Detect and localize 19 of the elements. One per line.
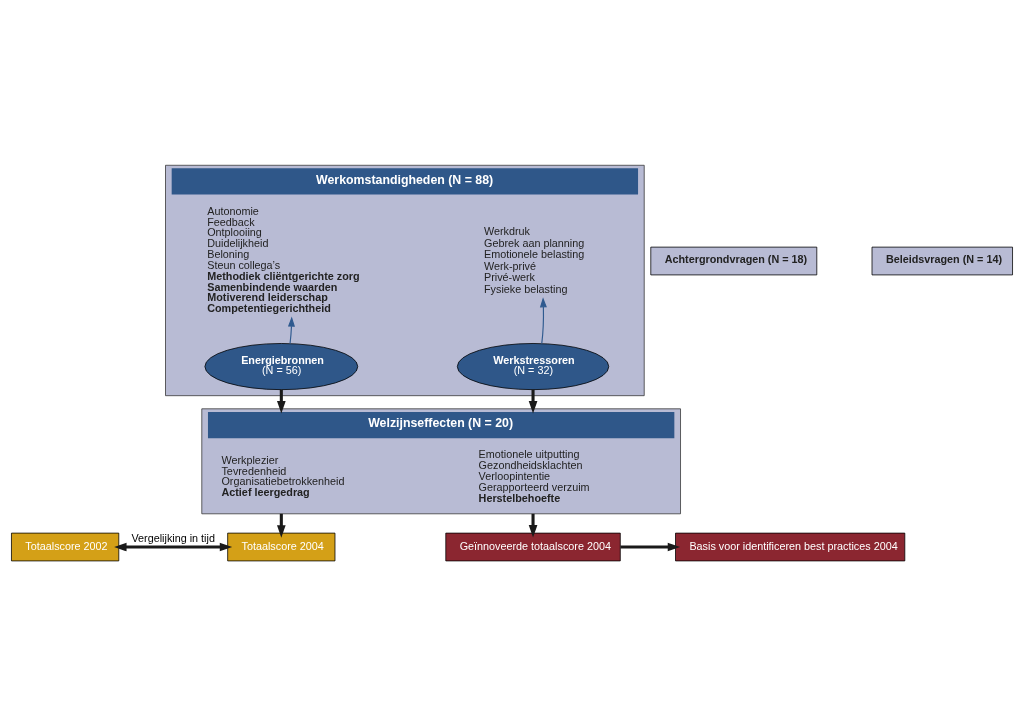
arrow (114, 542, 233, 551)
node-box: Totaalscore 2004 (227, 532, 336, 561)
node-text: Autonomie Feedback Ontplooiing Duidelijkheid Beloning Steun collega’s Methodiek cliëntgerichte zorg Samenbindende waarden Motiverend leiderschap Competentiegerichtheid (207, 204, 360, 314)
node-box: Geïnnoveerde totaalscore 2004 (445, 532, 621, 561)
node-text: Werkplezier Tevredenheid Organisatiebetrokkenheid Actief leergedrag (221, 453, 345, 498)
arrow (620, 542, 681, 551)
node-box: Achtergrondvragen (N = 18) (650, 246, 818, 275)
arrow (528, 389, 538, 413)
node-box: Beleidsvragen (N = 14) (871, 246, 1013, 275)
arrow (528, 513, 538, 537)
edge-label: Vergelijking in tijd (131, 531, 215, 544)
arrow (287, 316, 295, 344)
node-box: Basis voor identificeren best practices 2004 (675, 532, 906, 561)
node-text: Emotionele uitputting Gezondheidsklachten Verloopintentie Gerapporteerd verzuim Herstelbehoefte (478, 447, 590, 504)
node-box: Totaalscore 2002 (11, 532, 120, 561)
node-ellipse: Energiebronnen (N = 56) (204, 342, 359, 390)
node-text: Werkdruk Gebrek aan planning Emotionele belasting Werk-privé Privé-werk Fysieke belasting (484, 224, 585, 295)
node-ellipse: Werkstressoren (N = 32) (456, 342, 610, 390)
arrow (539, 296, 547, 344)
